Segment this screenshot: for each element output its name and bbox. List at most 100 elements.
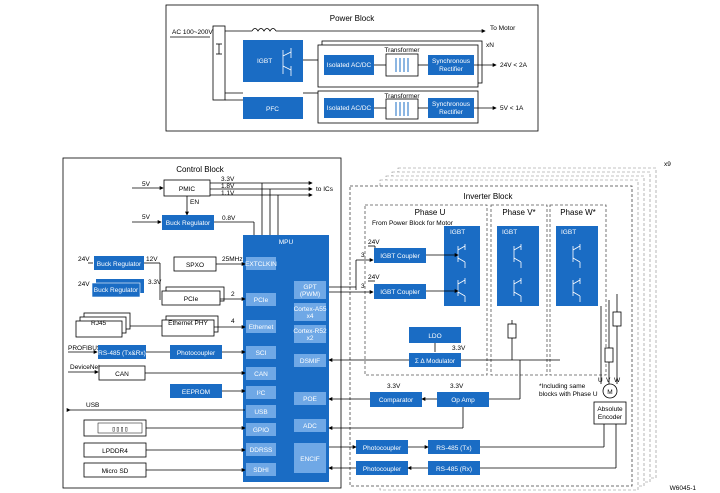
profibus-label: PROFIBUS: [68, 345, 102, 352]
inverter-block: x9 Inverter Block Phase U From Power Blo…: [328, 161, 671, 491]
power-igbt-label: IGBT: [257, 58, 272, 65]
out-24v-label: 24V < 2A: [500, 62, 528, 69]
mpu-label: MPU: [279, 239, 294, 246]
igbt-u-label: IGBT: [450, 229, 465, 236]
cortex-a55-count: x4: [307, 313, 314, 320]
rs485-tx-box: [428, 440, 480, 454]
rs485-txrx-box: [98, 345, 146, 359]
ethernet-phy-box: [161, 319, 215, 337]
phase-w-frame: [549, 204, 607, 376]
photocoupler-enc-rx: [356, 461, 408, 475]
phase-v-frame: [490, 204, 548, 376]
buck-regulator-33v: [91, 282, 141, 298]
control-block: Control Block 5V PMIC 3.3V 1.8V 1.1V to …: [62, 157, 342, 489]
gpio-port: GPIO: [253, 427, 269, 434]
buck-08v-label: 0.8V: [222, 215, 236, 222]
abs-encoder-line1: Absolute: [597, 406, 623, 413]
abs-encoder-line2: Encoder: [598, 414, 623, 421]
note-line2: blocks with Phase U: [539, 391, 598, 398]
xn-label: xN: [486, 42, 494, 49]
pmic-5v-label: 5V: [142, 181, 151, 188]
buck-regulator-main: [162, 215, 214, 230]
opamp-3v3: 3.3V: [450, 383, 464, 390]
op-amp-label: Op Amp: [451, 397, 475, 404]
modulator-label: Σ Δ Modulator: [415, 358, 456, 365]
pcie-device-label: PCIe: [184, 296, 199, 303]
to-ics-label: to ICs: [316, 186, 334, 193]
photocoupler-ctrl-box: [170, 345, 222, 359]
absolute-encoder-box: [593, 401, 627, 425]
rectifier-bridge: [212, 25, 226, 101]
igbt-coupler-high: [374, 248, 426, 263]
sync-rect-2-line2: Rectifier: [439, 109, 464, 116]
poe-port: POE: [303, 396, 317, 403]
buck-24v-b: 24V: [78, 281, 90, 288]
pcie-device: [161, 290, 221, 306]
rs485-txrx-label: RS-485 (Tx&Rx): [98, 350, 146, 357]
power-block-title: Power Block: [330, 14, 375, 23]
cortex-r52-count: x2: [307, 335, 314, 342]
transformer-2-icon: [395, 102, 409, 116]
sdhi-port: SDHI: [253, 467, 269, 474]
ldo-box: [409, 327, 461, 343]
pwm-label: (PWM): [300, 291, 320, 298]
sci-port: SCI: [256, 350, 267, 357]
note-line1: *Including same: [539, 383, 586, 390]
sync-rect-1-line1: Synchronous: [432, 58, 471, 65]
igbt-coupler-low-label: IGBT Coupler: [380, 289, 420, 296]
pmic-1v1-label: 1.1V: [221, 190, 235, 197]
gpt-port: GPT: [303, 284, 316, 291]
from-power-label: From Power Block for Motor: [372, 220, 454, 227]
phase-w-title: Phase W*: [560, 208, 596, 217]
sync-rect-2-line1: Synchronous: [432, 101, 471, 108]
igbt-w: [556, 226, 598, 306]
lpddr4-label: LPDDR4: [102, 448, 128, 455]
transformer-2-label: Transformer: [384, 93, 420, 100]
can-label: CAN: [115, 371, 129, 378]
rj45-label: RJ45: [91, 320, 107, 327]
ethernet-port: Ethernet: [249, 324, 274, 331]
comparator-label: Comparator: [379, 397, 414, 404]
phase-u-out: U: [598, 377, 603, 384]
phase-u-frame: [364, 204, 488, 376]
pcie-lanes: 2: [231, 291, 235, 298]
isolated-acdc-2-label: Isolated AC/DC: [327, 105, 372, 112]
igbt-u: [444, 226, 480, 306]
cortex-a55: Cortex-A55: [294, 306, 327, 313]
can-port: CAN: [254, 371, 268, 378]
buck-5v-label: 5V: [142, 214, 151, 221]
coupler-24v-a: 24V: [368, 239, 380, 246]
ldo-3v3-label: 3.3V: [452, 345, 466, 352]
rs485-tx-label: RS-485 (Tx): [436, 445, 471, 452]
photocoupler-enc-tx-label: Photocoupler: [363, 445, 402, 452]
usb-port: USB: [254, 409, 267, 416]
adc-port: ADC: [303, 423, 317, 430]
usb-label: USB: [86, 402, 99, 409]
igbt-w-label: IGBT: [561, 229, 576, 236]
micro-sd-label: Micro SD: [102, 468, 129, 475]
igbt-coupler-low: [374, 284, 426, 299]
rs485-rx-box: [428, 461, 480, 475]
transformer-1-label: Transformer: [384, 47, 420, 54]
motor-icon: [602, 383, 618, 399]
shunt-resistor: [507, 323, 517, 339]
out-5v-label: 5V < 1A: [500, 105, 524, 112]
comparator-box: [370, 392, 422, 407]
eeprom-box: [170, 384, 222, 398]
pfc-label: PFC: [266, 106, 279, 113]
to-motor-label: To Motor: [490, 25, 516, 32]
en-label: EN: [190, 199, 199, 206]
ethernet-ports-count: 4: [231, 318, 235, 325]
encif-port: ENCIF: [300, 456, 320, 463]
pmic-label: PMIC: [179, 186, 196, 193]
pfc-box: [243, 97, 303, 119]
pmic-1v8-label: 1.8V: [221, 183, 235, 190]
spxo-label: SPXO: [186, 262, 204, 269]
igbt-v: [497, 226, 539, 306]
transformer-1-icon: [395, 58, 409, 72]
isolated-acdc-1-label: Isolated AC/DC: [327, 62, 372, 69]
buck-24v-a: 24V: [78, 256, 90, 263]
dsmif-port: DSMIF: [300, 358, 320, 365]
pwm-count-b: 3: [361, 252, 365, 259]
